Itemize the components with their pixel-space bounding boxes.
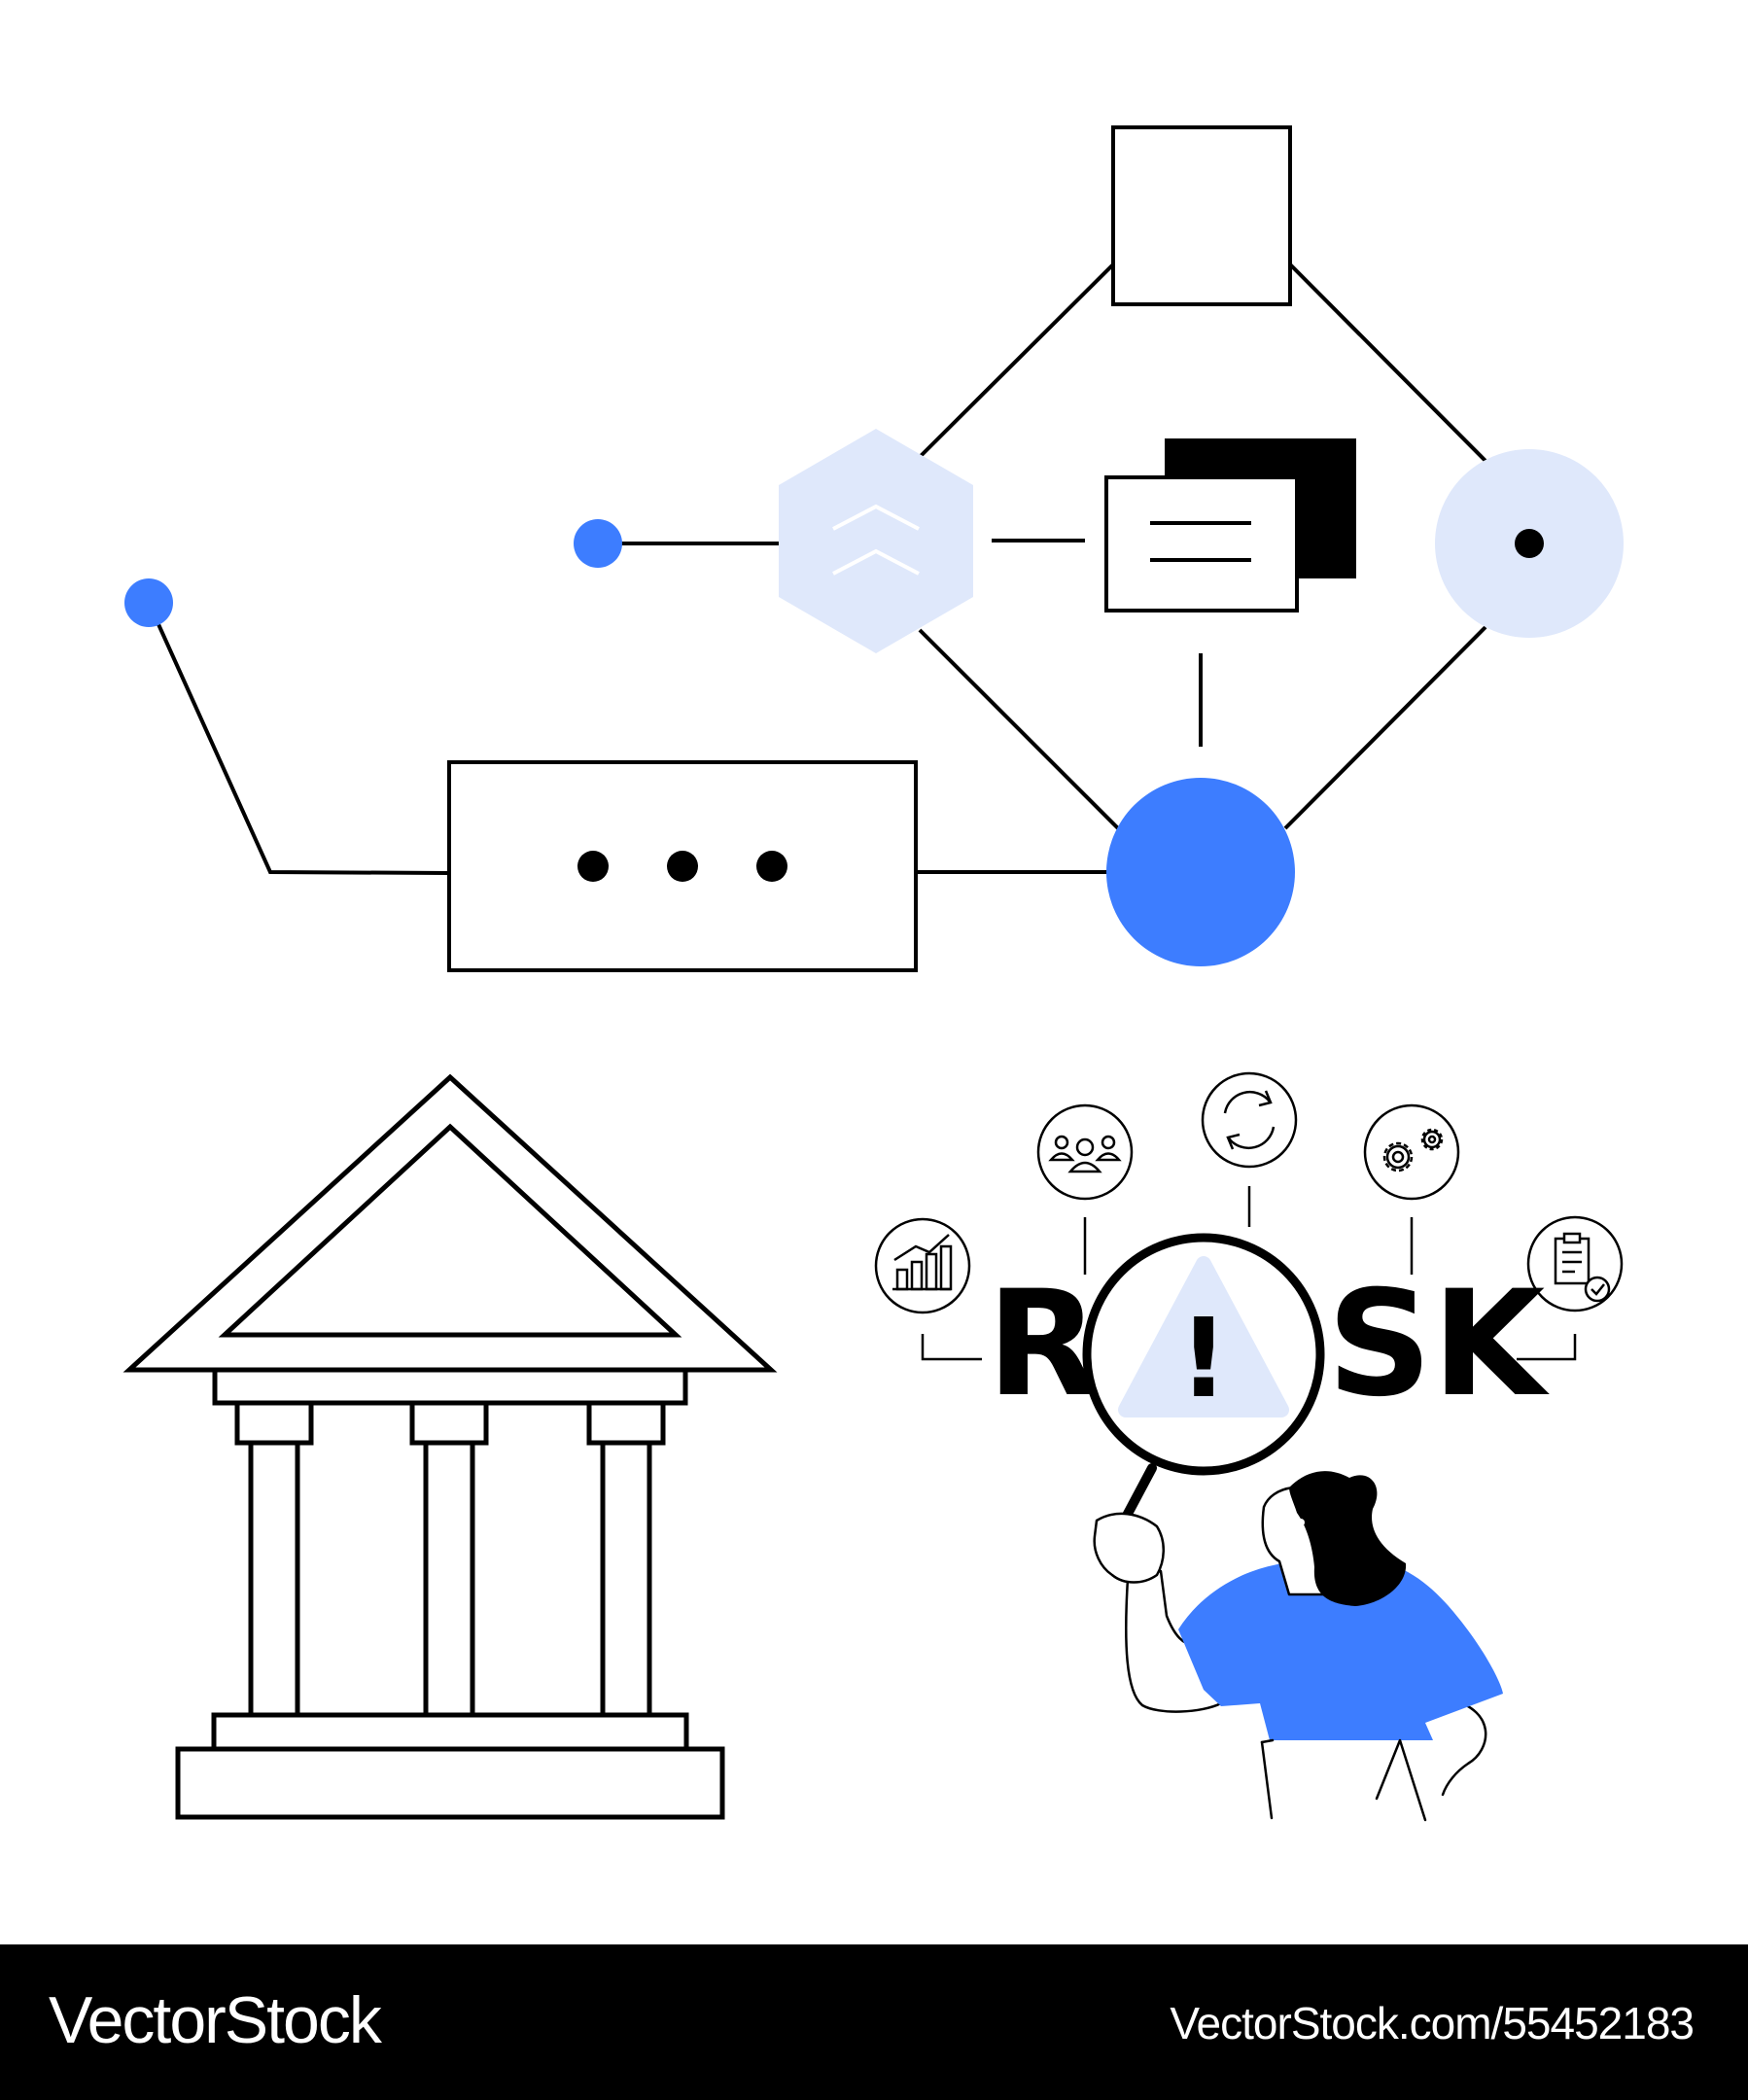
document-stack-icon xyxy=(1104,438,1356,612)
hexagon-chevrons-up-icon xyxy=(779,429,973,653)
bank-building-icon xyxy=(122,1073,778,1820)
warning-triangle-icon xyxy=(1118,1256,1289,1418)
magnifying-glass-icon: ! xyxy=(1082,1233,1325,1533)
more-dots-icon xyxy=(447,760,918,972)
network-diagram xyxy=(147,262,1487,875)
illustration: R SK ! xyxy=(122,125,1624,1822)
person-eye xyxy=(1297,1519,1305,1526)
person-front-arm xyxy=(1125,1569,1223,1713)
connector-line xyxy=(918,262,1115,459)
connector-line xyxy=(918,628,1120,830)
clipboard-check-icon xyxy=(1526,1215,1624,1312)
blue-dot-node xyxy=(124,578,173,627)
person-hair xyxy=(1289,1471,1407,1606)
person-back-arm xyxy=(1441,1698,1487,1797)
large-blue-node xyxy=(1106,778,1295,966)
risk-letter-r: R xyxy=(987,1260,1100,1429)
people-icon xyxy=(1036,1103,1134,1201)
brand-logo: VectorStock xyxy=(49,1983,382,2057)
person-legs xyxy=(1260,1738,1427,1822)
warning-exclamation: ! xyxy=(1178,1296,1228,1422)
risk-letters-sk: SK xyxy=(1327,1260,1550,1429)
image-id: VectorStock.com/55452183 xyxy=(1170,1998,1695,2048)
target-circle-node xyxy=(1435,449,1624,638)
top-square-node xyxy=(1111,125,1292,306)
refresh-icon xyxy=(1201,1071,1298,1169)
connector-line xyxy=(1288,262,1487,463)
risk-icon-connectors xyxy=(921,1186,1577,1361)
person-shirt xyxy=(1178,1559,1503,1740)
connector-line xyxy=(1283,625,1487,830)
connector-line xyxy=(147,602,450,875)
person-figure xyxy=(1093,1471,1503,1822)
person-hand xyxy=(1093,1512,1165,1584)
bar-chart-icon xyxy=(874,1217,971,1314)
footer-bar: VectorStock VectorStock.com/55452183 xyxy=(0,1944,1748,2100)
gears-icon xyxy=(1363,1103,1460,1201)
blue-dot-node xyxy=(574,519,622,568)
